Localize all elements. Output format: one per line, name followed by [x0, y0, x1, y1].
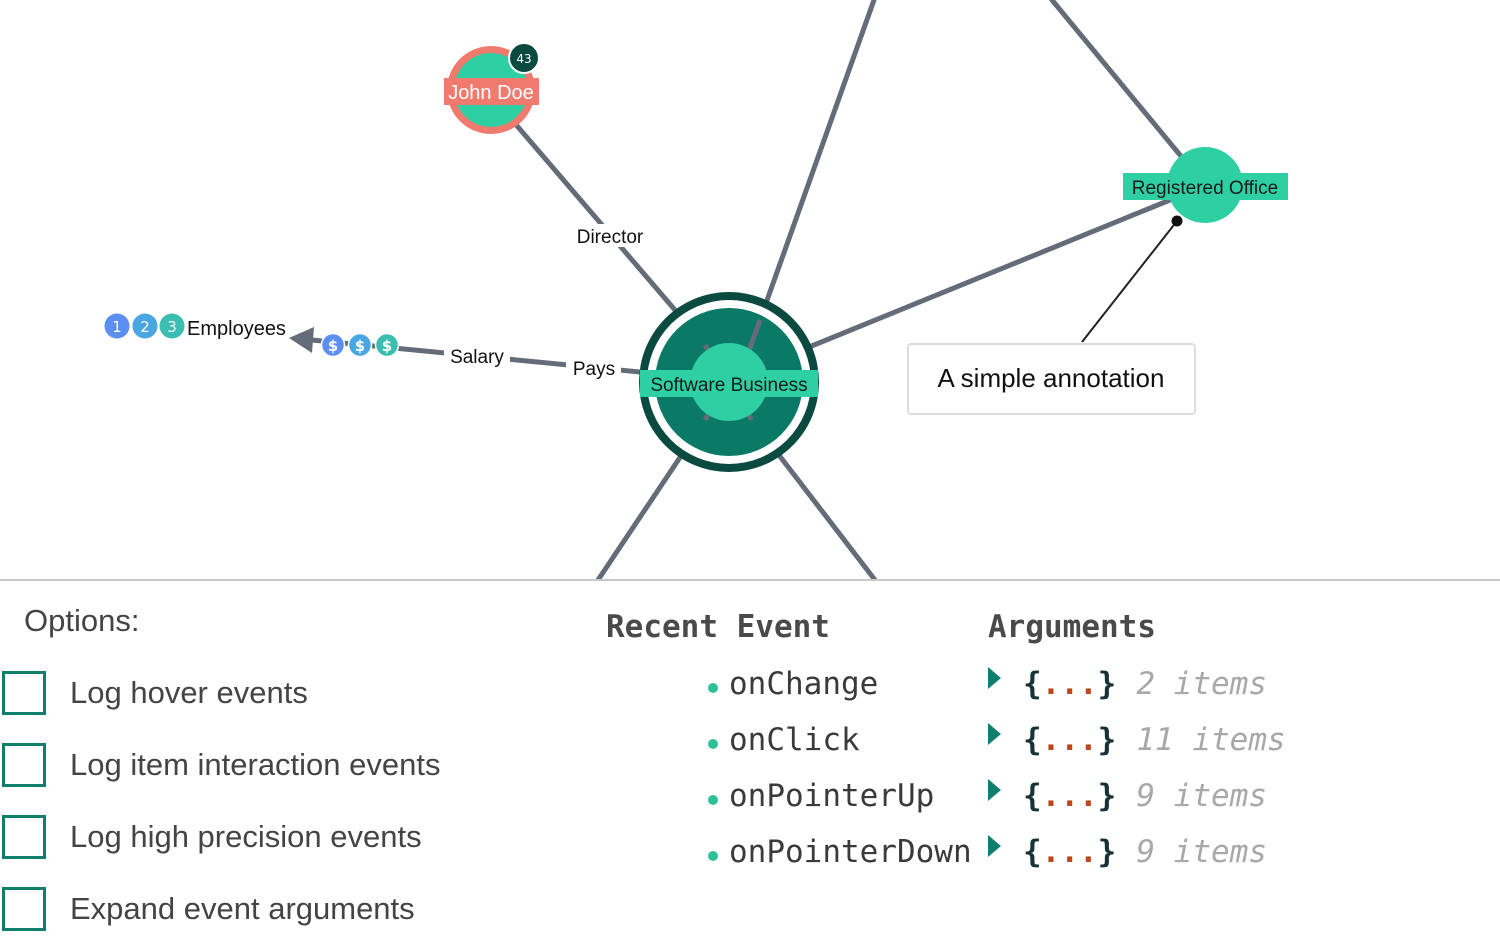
event-dot-icon — [708, 795, 718, 805]
software-business-label: Software Business — [650, 375, 807, 396]
controls-panel: Options: Log hover events Log item inter… — [0, 581, 1500, 938]
event-name: onPointerDown — [729, 834, 972, 870]
ellipsis: ... — [1041, 722, 1098, 758]
event-dot-icon — [708, 683, 718, 693]
edge-label-bg — [444, 346, 510, 368]
john-doe-label-bg — [444, 78, 539, 105]
annotation[interactable]: A simple annotation — [907, 343, 1196, 415]
event-row: onChange — [708, 662, 878, 706]
employee-glyph-3-label: 3 — [167, 318, 177, 336]
option-log-item-interaction-events[interactable]: Log item interaction events — [0, 740, 441, 790]
employees-glyphs: 1 2 3 — [104, 313, 185, 339]
annotation-connector — [1081, 220, 1178, 343]
registered-office-label: Registered Office — [1132, 178, 1278, 199]
edge-registered-office[interactable] — [762, 197, 1173, 368]
ellipsis: ... — [1041, 666, 1098, 702]
edge-up-right[interactable] — [1049, 0, 1183, 158]
employees-label[interactable]: Employees — [187, 318, 286, 340]
edge-label-bg — [566, 357, 621, 379]
edge-label-pays: Pays — [573, 359, 615, 380]
checkbox[interactable] — [2, 887, 46, 931]
employee-glyph-2 — [132, 313, 158, 339]
arrowhead — [289, 327, 314, 353]
event-dot-icon — [708, 851, 718, 861]
edges — [309, 0, 1183, 580]
checkbox[interactable] — [2, 671, 46, 715]
edge-label-bg — [570, 224, 650, 247]
recent-event-header: Recent Event — [606, 609, 830, 645]
expand-triangle-icon[interactable] — [988, 723, 1001, 745]
money-glyph-2 — [347, 332, 373, 358]
annotation-anchor — [1171, 215, 1183, 227]
john-doe-badge — [508, 42, 540, 74]
employee-glyph-2-label: 2 — [140, 318, 150, 336]
brace-close: } — [1097, 722, 1117, 758]
employee-glyph-1 — [104, 313, 130, 339]
employee-glyph-1-label: 1 — [112, 318, 122, 336]
node-registered-office[interactable]: Registered Office — [1123, 147, 1288, 223]
employee-glyph-3 — [159, 313, 185, 339]
brace-open: { — [1023, 722, 1042, 758]
option-log-high-precision-events[interactable]: Log high precision events — [0, 812, 422, 862]
money-glyph-3-label: $ — [382, 337, 392, 355]
brace-open: { — [1023, 666, 1042, 702]
ellipsis: ... — [1041, 778, 1098, 814]
brace-close: } — [1097, 834, 1117, 870]
node-john-doe[interactable]: John Doe 43 — [444, 42, 540, 134]
event-row: onPointerDown — [708, 830, 972, 874]
item-count: 9 items — [1136, 834, 1267, 870]
node-software-business[interactable]: Software Business — [639, 292, 819, 472]
option-label: Expand event arguments — [70, 891, 415, 926]
item-count: 11 items — [1136, 722, 1286, 758]
money-glyph-1 — [320, 332, 346, 358]
event-dot-icon — [708, 739, 718, 749]
annotation-text: A simple annotation — [938, 363, 1165, 393]
option-label: Log high precision events — [70, 819, 422, 854]
brace-open: { — [1023, 834, 1042, 870]
checkbox[interactable] — [2, 743, 46, 787]
event-arguments-toggle[interactable]: {...} 11 items — [988, 718, 1286, 762]
expand-triangle-icon[interactable] — [988, 835, 1001, 857]
expand-triangle-icon[interactable] — [988, 667, 1001, 689]
option-label: Log hover events — [70, 675, 308, 710]
software-business-label-bg — [640, 370, 818, 397]
money-glyph-2-label: $ — [355, 337, 365, 355]
edge-label-salary: Salary — [450, 347, 504, 368]
ellipsis: ... — [1041, 834, 1098, 870]
option-label: Log item interaction events — [70, 747, 441, 782]
divider — [0, 579, 1500, 581]
event-name: onClick — [729, 722, 860, 758]
event-row: onClick — [708, 718, 860, 762]
edge-label-director: Director — [577, 227, 644, 248]
network-chart[interactable]: Director Salary Pays $ $ $ 1 2 3 Employe… — [0, 0, 1500, 580]
expand-triangle-icon[interactable] — [988, 779, 1001, 801]
registered-office-label-bg — [1123, 173, 1288, 200]
annotation-box — [907, 343, 1196, 415]
options-title: Options: — [24, 603, 140, 638]
event-arguments-toggle[interactable]: {...} 2 items — [988, 662, 1267, 706]
event-arguments-toggle[interactable]: {...} 9 items — [988, 774, 1267, 818]
money-glyphs: $ $ $ — [320, 332, 400, 358]
money-glyph-3 — [374, 332, 400, 358]
item-count: 2 items — [1136, 666, 1267, 702]
brace-close: } — [1097, 666, 1117, 702]
checkbox[interactable] — [2, 815, 46, 859]
john-doe-label: John Doe — [448, 82, 534, 104]
event-arguments-toggle[interactable]: {...} 9 items — [988, 830, 1267, 874]
event-name: onPointerUp — [729, 778, 935, 814]
option-expand-event-arguments[interactable]: Expand event arguments — [0, 884, 415, 934]
money-glyph-1-label: $ — [328, 337, 338, 355]
brace-close: } — [1097, 778, 1117, 814]
brace-open: { — [1023, 778, 1042, 814]
edge-up-center[interactable] — [757, 0, 877, 323]
event-row: onPointerUp — [708, 774, 934, 818]
item-count: 9 items — [1136, 778, 1267, 814]
event-name: onChange — [729, 666, 879, 702]
john-doe-badge-count: 43 — [516, 52, 531, 66]
option-log-hover-events[interactable]: Log hover events — [0, 668, 308, 718]
arguments-header: Arguments — [988, 609, 1156, 645]
